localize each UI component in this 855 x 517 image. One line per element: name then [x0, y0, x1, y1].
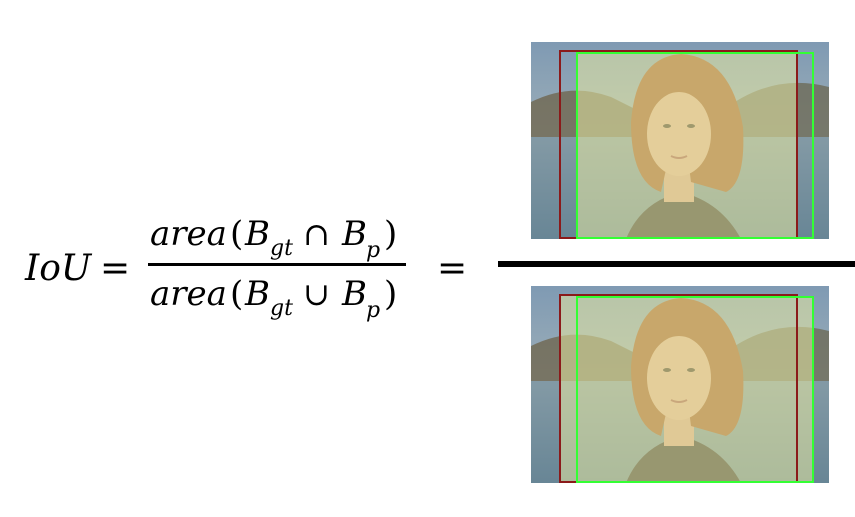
numerator-close-paren: ): [384, 214, 397, 254]
denominator: area ( B gt ∪ B p ): [150, 274, 397, 323]
numerator-open-paren: (: [230, 214, 243, 254]
intersection-illustration: [531, 42, 829, 239]
fraction-bar: [148, 263, 406, 266]
union-illustration: [531, 286, 829, 483]
prediction-box: [576, 52, 814, 239]
prediction-box: [576, 296, 814, 483]
numerator-b-gt: B: [244, 214, 270, 254]
numerator-subscript-p: p: [366, 238, 380, 263]
denominator-b-gt: B: [244, 274, 270, 314]
equals-sign-2: =: [437, 248, 467, 289]
iou-label: IoU: [24, 248, 93, 289]
denominator-subscript-gt: gt: [270, 296, 293, 321]
visual-fraction-bar: [498, 261, 855, 267]
equals-sign: =: [100, 248, 130, 289]
numerator: area ( B gt ∩ B p ): [150, 214, 397, 263]
denominator-subscript-p: p: [366, 298, 380, 323]
denominator-func: area: [150, 274, 227, 314]
intersection-overlay: [577, 51, 797, 239]
numerator-b-p: B: [341, 214, 367, 254]
numerator-func: area: [150, 214, 227, 254]
denominator-open-paren: (: [230, 274, 243, 314]
numerator-subscript-gt: gt: [270, 236, 293, 261]
denominator-b-p: B: [341, 274, 367, 314]
union-overlay: [560, 295, 813, 483]
intersection-symbol: ∩: [303, 215, 330, 253]
iou-formula: IoU = area ( B gt ∩ B p ) area ( B gt ∪ …: [24, 214, 467, 323]
union-symbol: ∪: [303, 275, 330, 313]
denominator-close-paren: ): [384, 274, 397, 314]
